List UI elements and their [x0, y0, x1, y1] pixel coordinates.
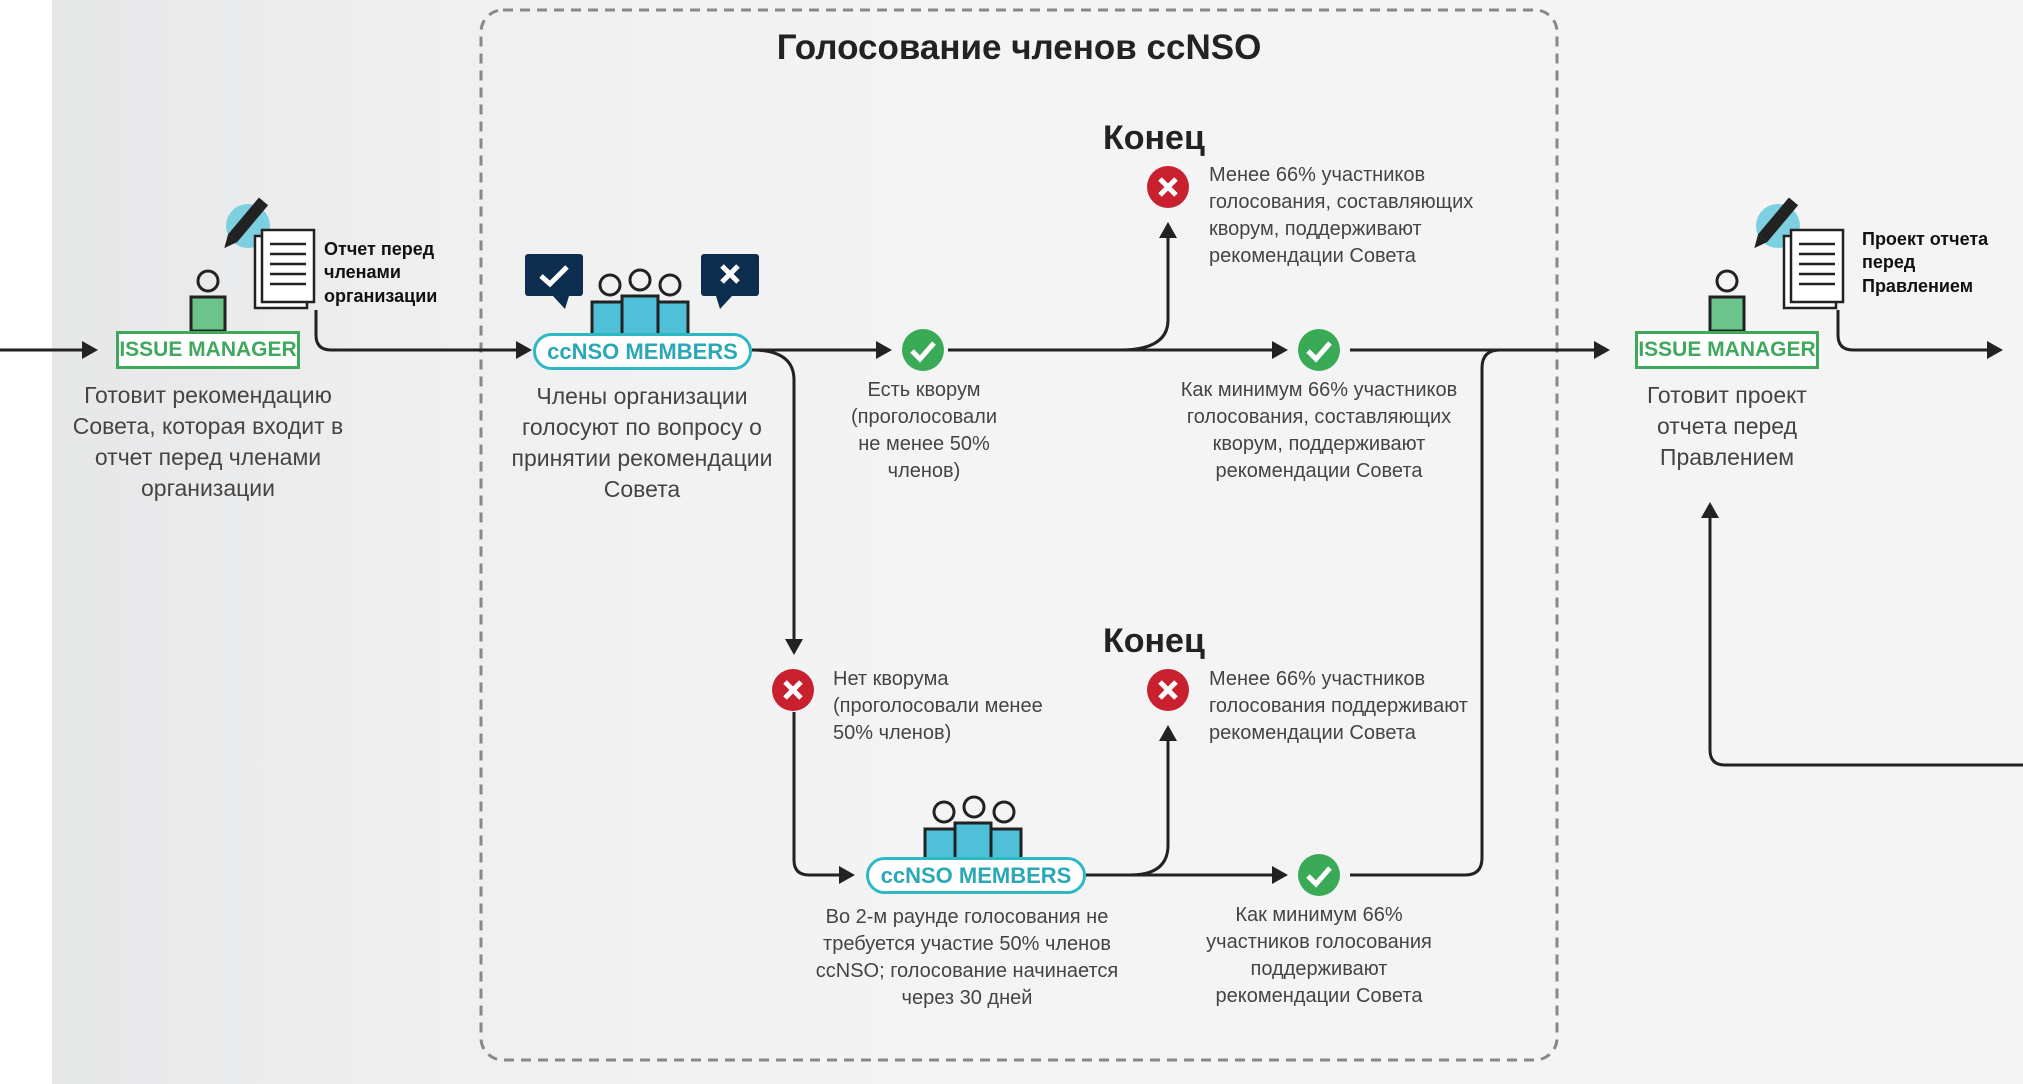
arrowhead [1701, 502, 1719, 518]
edge-im1-to-ccnso1 [314, 310, 520, 352]
edge-quorum-to-end [1119, 234, 1170, 352]
arrowhead [1594, 341, 1610, 359]
arrowhead [1272, 341, 1288, 359]
document-pencil-icon [224, 197, 316, 310]
person-icon [189, 269, 227, 333]
arrowhead [839, 866, 855, 884]
support-bottom-caption: Как минимум 66% участников голосования п… [1206, 904, 1432, 1007]
check-circle-icon [1298, 854, 1340, 896]
ccnso-members-2-caption: Во 2-м раунде голосования не требуется у… [815, 906, 1119, 1009]
cross-circle-icon [1147, 669, 1189, 711]
end-label: Конец [1103, 622, 1205, 660]
arrowhead [1987, 341, 2003, 359]
page-background-left [0, 0, 52, 1084]
arrowhead [1159, 222, 1177, 238]
support-top-caption: Как минимум 66% участников голосования, … [1180, 379, 1458, 482]
end-bottom-caption: Менее 66% участников голосования поддерж… [1209, 668, 1468, 744]
edge-ccnso2-to-end [1129, 738, 1170, 877]
cross-circle-icon [772, 669, 814, 711]
quorum-no-caption: Нет кворума (проголосовали менее 50% чле… [833, 668, 1043, 744]
issue-manager-2-caption: Готовит проект отчета перед Правлением [1647, 382, 1807, 471]
edge-im2-out [1836, 310, 1990, 352]
quorum-yes-caption: Есть кворум (проголосовали не менее 50% … [850, 379, 997, 482]
group-title: Голосование членов ccNSO [776, 28, 1262, 67]
arrowhead [1159, 725, 1177, 741]
speech-check-icon [525, 254, 583, 309]
group-people-icon [923, 795, 1023, 861]
document-label: Отчет перед членами организации [324, 239, 438, 306]
arrowhead [516, 341, 532, 359]
page-background [52, 0, 2023, 1084]
end-top-caption: Менее 66% участников голосования, состав… [1209, 164, 1474, 267]
edge-ccnso1-to-noquorum [751, 348, 796, 642]
edge-noquorum-to-ccnso2 [792, 712, 842, 877]
issue-manager-caption: Готовит рекомендацию Совета, которая вхо… [72, 382, 344, 502]
end-label: Конец [1103, 119, 1205, 157]
cross-circle-icon [1147, 166, 1189, 208]
group-box-border [479, 8, 1559, 1062]
person-icon [1708, 269, 1746, 333]
ccnso-members-tag: ccNSO MEMBERS [533, 333, 752, 370]
arrowhead [82, 341, 98, 359]
edge-loop-to-im2 [1708, 515, 2023, 767]
issue-manager-tag: ISSUE MANAGER [1635, 331, 1819, 369]
document-pencil-icon [1754, 197, 1845, 310]
arrowhead [785, 639, 803, 655]
arrowhead [876, 341, 892, 359]
arrowhead [1272, 866, 1288, 884]
edge-support-bottom-to-im2 [1350, 348, 1501, 877]
check-circle-icon [902, 329, 944, 371]
document-label: Проект отчета перед Правлением [1862, 229, 1989, 296]
issue-manager-tag: ISSUE MANAGER [116, 331, 300, 369]
speech-cross-icon [701, 254, 759, 309]
ccnso-members-caption: Члены организации голосуют по вопросу о … [511, 383, 773, 503]
group-people-icon [590, 268, 690, 338]
check-circle-icon [1298, 329, 1340, 371]
ccnso-members-tag: ccNSO MEMBERS [866, 857, 1086, 894]
